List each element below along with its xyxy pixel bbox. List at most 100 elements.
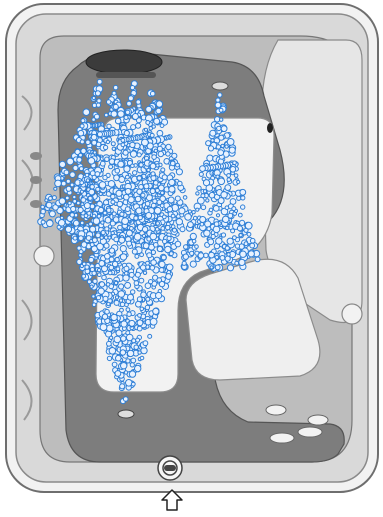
spray-bubble bbox=[101, 231, 105, 235]
spray-bubble bbox=[64, 170, 69, 175]
spray-bubble bbox=[108, 181, 115, 188]
spray-bubble bbox=[143, 341, 148, 346]
spray-bubble bbox=[99, 182, 106, 189]
spray-bubble bbox=[88, 158, 95, 165]
spray-bubble bbox=[113, 217, 119, 223]
spray-bubble bbox=[151, 172, 155, 176]
spray-bubble bbox=[157, 200, 162, 205]
spray-bubble bbox=[108, 271, 112, 275]
spray-bubble bbox=[220, 256, 225, 261]
spray-bubble bbox=[248, 251, 254, 257]
spray-bubble bbox=[137, 297, 142, 302]
spray-bubble bbox=[122, 218, 129, 225]
spray-bubble bbox=[233, 161, 237, 165]
spray-bubble bbox=[240, 251, 246, 257]
spray-bubble bbox=[148, 334, 152, 338]
spray-bubble bbox=[73, 236, 77, 240]
spray-bubble bbox=[209, 208, 213, 212]
spray-bubble bbox=[198, 197, 205, 204]
spray-bubble bbox=[134, 216, 138, 220]
spray-bubble bbox=[126, 380, 133, 387]
spray-bubble bbox=[218, 93, 222, 97]
spray-bubble bbox=[70, 172, 76, 178]
spray-bubble bbox=[112, 362, 117, 367]
spray-bubble bbox=[157, 278, 162, 283]
spray-bubble bbox=[123, 150, 128, 155]
spray-bubble bbox=[111, 200, 115, 204]
spray-bubble bbox=[199, 172, 203, 176]
spray-bubble bbox=[66, 186, 71, 191]
spray-bubble bbox=[154, 118, 160, 124]
spray-bubble bbox=[146, 297, 150, 301]
spray-bubble bbox=[152, 155, 157, 160]
spray-bubble bbox=[129, 320, 135, 326]
spray-bubble bbox=[218, 150, 224, 156]
spray-bubble bbox=[159, 261, 165, 267]
spray-bubble bbox=[213, 206, 219, 212]
spray-bubble bbox=[126, 230, 132, 236]
spray-bubble bbox=[109, 257, 114, 262]
spray-bubble bbox=[142, 227, 147, 232]
spray-bubble bbox=[241, 205, 245, 209]
spray-bubble bbox=[216, 175, 219, 178]
spray-bubble bbox=[41, 209, 46, 214]
spray-bubble bbox=[80, 221, 84, 225]
spray-bubble bbox=[119, 237, 125, 243]
spray-bubble bbox=[132, 114, 138, 120]
spray-bubble bbox=[255, 257, 260, 262]
spray-bubble bbox=[100, 324, 107, 331]
spray-bubble bbox=[91, 134, 97, 140]
spray-bubble bbox=[142, 234, 145, 237]
spray-bubble bbox=[203, 180, 209, 186]
spray-bubble bbox=[111, 111, 117, 117]
spray-bubble bbox=[58, 220, 65, 227]
spray-bubble bbox=[112, 91, 116, 95]
spray-bubble bbox=[140, 356, 144, 360]
spray-bubble bbox=[128, 96, 133, 101]
spray-bubble bbox=[193, 216, 197, 220]
spray-bubble bbox=[134, 281, 139, 286]
spray-bubble bbox=[216, 238, 222, 244]
spray-bubble bbox=[179, 208, 185, 214]
spray-bubble bbox=[134, 345, 138, 349]
spray-bubble bbox=[141, 292, 147, 298]
spray-bubble bbox=[90, 185, 94, 189]
spray-bubble bbox=[95, 172, 100, 177]
spray-bubble bbox=[225, 256, 230, 261]
spray-bubble bbox=[116, 267, 120, 271]
spray-bubble bbox=[60, 216, 63, 219]
spray-bubble bbox=[136, 123, 141, 128]
spray-bubble bbox=[156, 101, 162, 107]
spray-bubble bbox=[109, 336, 112, 339]
spray-bubble bbox=[85, 265, 89, 269]
spray-bubble bbox=[204, 253, 209, 258]
spray-bubble bbox=[136, 208, 142, 214]
spray-bubble bbox=[114, 85, 118, 89]
spray-bubble bbox=[111, 194, 115, 198]
spray-bubble bbox=[135, 365, 141, 371]
spray-bubble bbox=[226, 226, 229, 229]
spray-bubble bbox=[102, 314, 107, 319]
spray-bubble bbox=[206, 199, 209, 202]
spray-bubble bbox=[120, 302, 124, 306]
spray-bubble bbox=[109, 265, 114, 270]
spray-bubble bbox=[229, 147, 235, 153]
spray-bubble bbox=[140, 307, 144, 311]
spray-bubble bbox=[150, 133, 154, 137]
spray-bubble bbox=[217, 126, 221, 130]
spray-bubble bbox=[118, 111, 125, 118]
spray-bubble bbox=[171, 161, 176, 166]
spray-bubble bbox=[227, 178, 231, 182]
spray-bubble bbox=[176, 169, 182, 175]
spray-bubble bbox=[227, 253, 230, 256]
spray-bubble bbox=[227, 265, 233, 271]
spray-bubble bbox=[124, 194, 130, 200]
spray-bubble bbox=[97, 214, 101, 218]
spray-bubble bbox=[160, 124, 164, 128]
spray-bubble bbox=[175, 196, 180, 201]
spray-bubble bbox=[201, 205, 206, 210]
spray-bubble bbox=[99, 261, 105, 267]
spray-bubble bbox=[216, 214, 219, 217]
spray-bubble bbox=[206, 141, 211, 146]
